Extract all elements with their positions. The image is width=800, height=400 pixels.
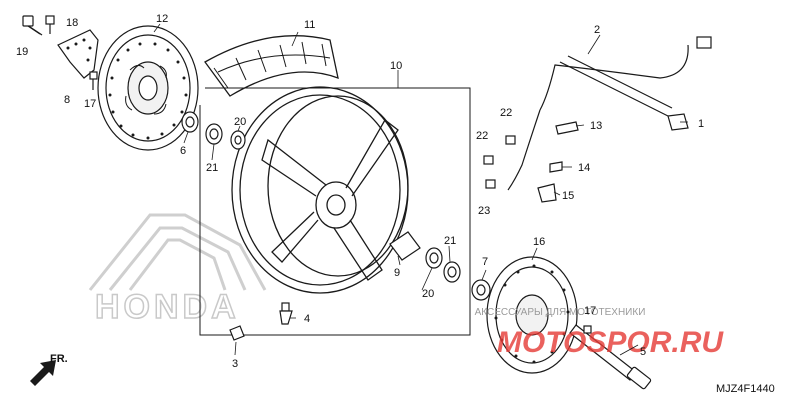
bolts-22-23 [483, 135, 516, 189]
callout-8: 8 [64, 94, 70, 106]
callout-2: 2 [594, 24, 600, 36]
tire [204, 35, 339, 97]
callout-13: 13 [590, 120, 602, 132]
callout-1: 1 [698, 118, 704, 130]
callout-18: 18 [66, 17, 78, 29]
diagram-code: MJZ4F1440 [716, 383, 775, 395]
bearing-20-left [230, 130, 246, 150]
sensor-cover-1 [667, 113, 689, 131]
callout-21-left: 21 [206, 162, 218, 174]
leader-lines [153, 23, 688, 356]
brand-watermark: HONDA [95, 288, 240, 326]
screw-18 [45, 15, 55, 34]
callout-21-right: 21 [444, 235, 456, 247]
wheel-group-bracket [199, 87, 471, 336]
brake-disc-right [486, 256, 578, 374]
valve-cap [229, 325, 245, 341]
shop-watermark-brand: MOTOSPOR.RU [497, 326, 724, 359]
bolt-19 [22, 15, 43, 36]
callout-5: 5 [640, 346, 646, 358]
clip-14 [549, 161, 563, 173]
shop-watermark-caption: АКСЕССУАРЫ ДЛЯ МОТОТЕХНИКИ [475, 307, 646, 318]
callout-16: 16 [533, 236, 545, 248]
callout-4: 4 [304, 313, 310, 325]
tire-valve [279, 302, 293, 325]
callout-22-middle: 22 [476, 130, 488, 142]
callout-22-top: 22 [500, 107, 512, 119]
screw-17-left [89, 71, 98, 90]
callout-11: 11 [304, 19, 315, 31]
bearing-21-left [205, 123, 223, 145]
front-direction-label: FR. [50, 353, 68, 365]
speed-sensor-harness [507, 36, 712, 191]
callout-23: 23 [478, 205, 490, 217]
callout-17-right: 17 [584, 305, 596, 317]
callout-12: 12 [156, 13, 168, 25]
callout-10: 10 [390, 60, 402, 72]
pulser-ring [57, 29, 99, 79]
callout-3: 3 [232, 358, 238, 370]
screw-17-right [583, 325, 592, 334]
clamp-13 [555, 121, 579, 135]
dust-seal-6 [181, 111, 199, 133]
honda-wing-watermark [88, 213, 267, 291]
bearing-20-right [425, 247, 443, 269]
callout-17-left: 17 [84, 98, 96, 110]
front-direction-arrow-icon [30, 360, 56, 386]
bearing-21-right [443, 261, 461, 283]
callout-15: 15 [562, 190, 574, 202]
callout-9: 9 [394, 267, 400, 279]
callout-20-right: 20 [422, 288, 434, 300]
dust-seal-7 [471, 279, 491, 301]
distance-collar-9 [389, 231, 421, 261]
front-axle [569, 324, 652, 390]
wheel-rim [231, 86, 409, 294]
callout-19: 19 [16, 46, 28, 58]
callout-7: 7 [482, 256, 488, 268]
callout-20-left: 20 [234, 116, 246, 128]
callout-14: 14 [578, 162, 590, 174]
callout-6: 6 [180, 145, 186, 157]
brake-disc-left [97, 25, 199, 151]
sensor-15 [537, 183, 557, 203]
